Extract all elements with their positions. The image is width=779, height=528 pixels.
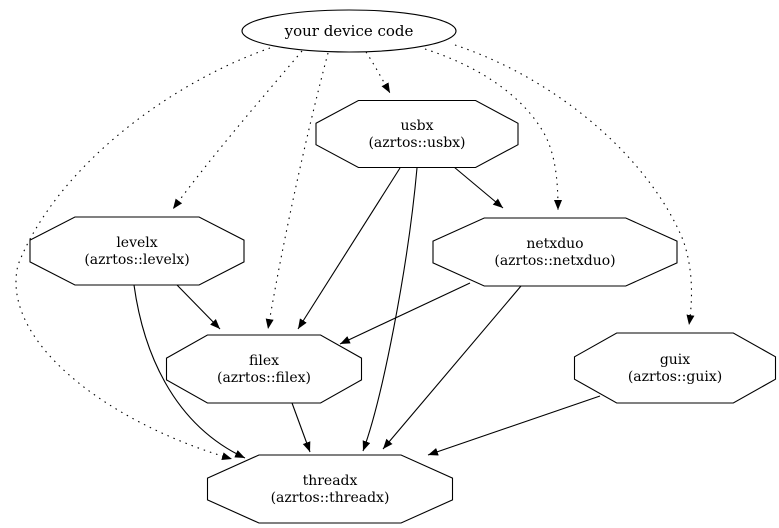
node-usbx-label: usbx [400, 118, 433, 134]
edge-device-guix [454, 44, 695, 326]
node-filex-shape [165, 334, 363, 404]
node-threadx-label: threadx [303, 473, 358, 489]
node-device: your device code [241, 9, 457, 53]
node-netxduo-sublabel: (azrtos::netxduo) [494, 253, 615, 269]
node-levelx-label: levelx [116, 235, 157, 251]
edge-netxduo-filex [339, 282, 471, 345]
node-netxduo-shape [432, 217, 678, 287]
node-guix: guix(azrtos::guix) [573, 332, 777, 404]
edge-device-threadx [15, 47, 271, 461]
node-levelx-sublabel: (azrtos::levelx) [84, 252, 189, 268]
node-guix-shape [573, 332, 777, 404]
node-levelx-shape [29, 216, 245, 286]
edge-usbx-threadx [362, 167, 418, 452]
edge-device-usbx [365, 51, 391, 94]
edge-device-levelx [172, 50, 303, 210]
node-netxduo: netxduo(azrtos::netxduo) [432, 217, 678, 287]
edge-device-filex [265, 52, 329, 330]
node-filex-sublabel: (azrtos::filex) [217, 370, 311, 386]
node-device-label: your device code [284, 22, 414, 40]
edge-usbx-netxduo [453, 166, 504, 209]
node-threadx-shape [206, 454, 454, 524]
edge-guix-threadx [427, 395, 601, 456]
node-guix-label: guix [660, 352, 690, 368]
nodes-layer: your device codeusbx(azrtos::usbx)levelx… [29, 9, 777, 524]
edges-layer [15, 44, 695, 461]
node-usbx-sublabel: (azrtos::usbx) [368, 135, 465, 151]
edge-levelx-threadx [133, 284, 246, 459]
node-usbx: usbx(azrtos::usbx) [315, 99, 519, 169]
edge-netxduo-threadx [382, 285, 522, 450]
node-device-shape [241, 9, 457, 53]
node-netxduo-label: netxduo [526, 236, 583, 252]
edge-filex-threadx [291, 402, 311, 453]
node-guix-sublabel: (azrtos::guix) [628, 369, 722, 385]
node-threadx-sublabel: (azrtos::threadx) [271, 490, 390, 506]
node-levelx: levelx(azrtos::levelx) [29, 216, 245, 286]
edge-usbx-filex [297, 167, 401, 330]
edge-levelx-filex [176, 284, 221, 330]
edge-device-netxduo [424, 48, 562, 211]
node-usbx-shape [315, 99, 519, 169]
node-threadx: threadx(azrtos::threadx) [206, 454, 454, 524]
node-filex: filex(azrtos::filex) [165, 334, 363, 404]
node-filex-label: filex [249, 353, 279, 369]
